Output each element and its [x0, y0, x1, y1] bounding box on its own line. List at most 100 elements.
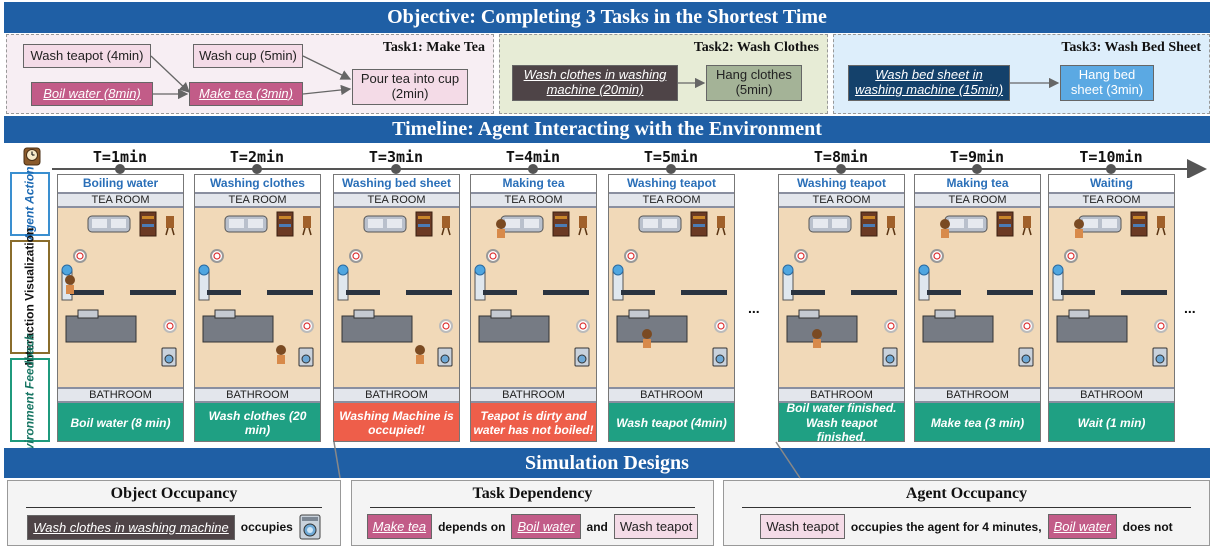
sofa-icon — [87, 215, 131, 233]
agent-avatar-icon — [415, 345, 425, 364]
chair-icon — [578, 216, 588, 236]
time-label: T=8min — [813, 148, 869, 166]
bookshelf-icon — [415, 211, 433, 237]
task2-panel: Task2: Wash Clothes Wash clothes in wash… — [499, 34, 828, 114]
sink-counter-icon — [1056, 309, 1128, 343]
task-hang-clothes: Hang clothes (5min) — [706, 65, 802, 101]
chair-icon — [302, 216, 312, 236]
agent-action-label: Washing bed sheet — [334, 175, 459, 192]
timer-icon — [73, 249, 87, 263]
occupies-agent-text: occupies the agent for 4 minutes, — [850, 519, 1042, 534]
sink-counter-icon — [616, 309, 688, 343]
bookshelf-icon — [860, 211, 878, 237]
task1-panel: Task1: Make Tea Wash teapot (4min) Wash … — [6, 34, 494, 114]
washing-machine-icon — [299, 514, 321, 540]
timer-icon — [794, 249, 808, 263]
bathroom-label: BATHROOM — [915, 387, 1040, 403]
bathroom-label: BATHROOM — [779, 387, 904, 403]
agent-action-label: Boiling water — [58, 175, 183, 192]
room-scene — [612, 211, 728, 367]
sink-counter-icon — [341, 309, 413, 343]
agent-avatar-icon — [940, 219, 950, 238]
tea-room-label: TEA ROOM — [195, 192, 320, 208]
object-occupancy-title: Object Occupancy — [110, 485, 238, 502]
bathroom-label: BATHROOM — [471, 387, 596, 403]
time-label: T=5min — [643, 148, 699, 166]
timeline-banner: Timeline: Agent Interacting with the Env… — [4, 116, 1210, 143]
sink-counter-icon — [65, 309, 137, 343]
sofa-icon — [224, 215, 268, 233]
object-occupancy-panel: Object Occupancy Wash clothes in washing… — [7, 480, 341, 546]
ellipsis-end: ... — [1184, 300, 1196, 316]
time-label: T=3min — [368, 148, 424, 166]
timer-icon — [349, 249, 363, 263]
chip-wash-teapot: Wash teapot — [613, 514, 699, 539]
sofa-icon — [1078, 215, 1122, 233]
depends-on-text: depends on — [438, 519, 506, 534]
task1-title: Task1: Make Tea — [382, 40, 485, 55]
time-label: T=9min — [949, 148, 1005, 166]
timer-icon — [624, 249, 638, 263]
chip-make-tea: Make tea — [366, 514, 433, 539]
bathroom-label: BATHROOM — [609, 387, 734, 403]
bookshelf-icon — [690, 211, 708, 237]
tea-room-label: TEA ROOM — [1049, 192, 1174, 208]
washing-machine-icon — [1018, 347, 1034, 367]
washing-machine-icon — [882, 347, 898, 367]
and-text: and — [586, 519, 608, 534]
wall-partition — [70, 290, 176, 295]
task2-title: Task2: Wash Clothes — [693, 40, 819, 55]
task-wash-teapot: Wash teapot (4min) — [23, 44, 151, 68]
sofa-icon — [944, 215, 988, 233]
wall-partition — [791, 290, 897, 295]
agent-action-label: Making tea — [471, 175, 596, 192]
divider — [370, 507, 695, 508]
chair-icon — [441, 216, 451, 236]
chair-icon — [716, 216, 726, 236]
chair-icon — [1156, 216, 1166, 236]
time-label: T=4min — [505, 148, 561, 166]
sofa-icon — [808, 215, 852, 233]
agent-avatar-icon — [65, 275, 75, 294]
environment-feedback: Wash clothes (20 min) — [195, 403, 320, 441]
timer-icon — [1064, 249, 1078, 263]
sofa-icon — [638, 215, 682, 233]
task-make-tea: Make tea (3min) — [189, 82, 303, 106]
wall-partition — [346, 290, 452, 295]
time-label: T=1min — [92, 148, 148, 166]
tea-room-label: TEA ROOM — [58, 192, 183, 208]
environment-feedback: Boil water finished. Wash teapot finishe… — [779, 401, 904, 441]
chair-icon — [165, 216, 175, 236]
agent-occupancy-title: Agent Occupancy — [905, 485, 1028, 502]
agent-action-label: Making tea — [915, 175, 1040, 192]
agent-action-label: Washing teapot — [779, 175, 904, 192]
task3-panel: Task3: Wash Bed Sheet Wash bed sheet in … — [833, 34, 1210, 114]
chip-wash-clothes: Wash clothes in washing machine — [27, 514, 235, 540]
washing-machine-icon — [574, 347, 590, 367]
task-hang-sheet: Hang bed sheet (3min) — [1060, 65, 1154, 101]
wall-partition — [207, 290, 313, 295]
agent-occupancy-row: Wash teapot occupies the agent for 4 min… — [724, 514, 1209, 539]
bathroom-label: BATHROOM — [334, 387, 459, 403]
agent-avatar-icon — [496, 219, 506, 238]
water-dispenser-icon — [474, 264, 486, 301]
water-dispenser-icon — [1052, 264, 1064, 301]
task3-title: Task3: Wash Bed Sheet — [1061, 40, 1201, 55]
washing-machine-icon — [437, 347, 453, 367]
sofa-icon — [500, 215, 544, 233]
agent-action-label: Washing clothes — [195, 175, 320, 192]
timer-icon — [210, 249, 224, 263]
agent-avatar-icon — [642, 329, 652, 348]
environment-feedback: Washing Machine is occupied! — [334, 403, 459, 441]
task-dependency-row: Make tea depends on Boil water and Wash … — [352, 514, 713, 539]
simulation-banner: Simulation Designs — [4, 448, 1210, 478]
bookshelf-icon — [276, 211, 294, 237]
wall-partition — [927, 290, 1033, 295]
does-not-text: does not — [1122, 519, 1173, 534]
